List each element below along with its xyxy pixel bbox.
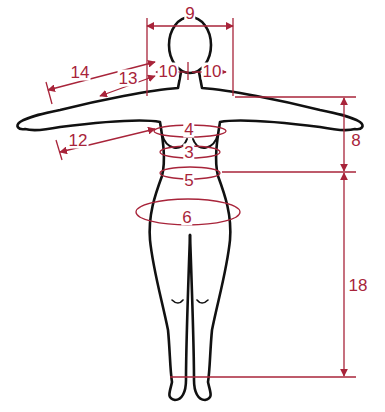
arm-number: 14 xyxy=(70,64,91,81)
arm-number: 13 xyxy=(118,70,139,87)
shoulder-number: 10 xyxy=(202,63,223,80)
height-number: 8 xyxy=(350,132,361,149)
girth-number: 6 xyxy=(181,209,192,226)
height-number: 18 xyxy=(348,277,369,294)
measure-lines xyxy=(46,18,356,377)
body-silhouette xyxy=(18,17,363,400)
shoulder-number: 10 xyxy=(158,63,179,80)
girth-number: 5 xyxy=(183,172,194,189)
girth-number: 4 xyxy=(183,121,194,138)
width-number: 9 xyxy=(184,5,195,22)
arm-number: 12 xyxy=(68,132,89,149)
girth-number: 3 xyxy=(183,144,194,161)
